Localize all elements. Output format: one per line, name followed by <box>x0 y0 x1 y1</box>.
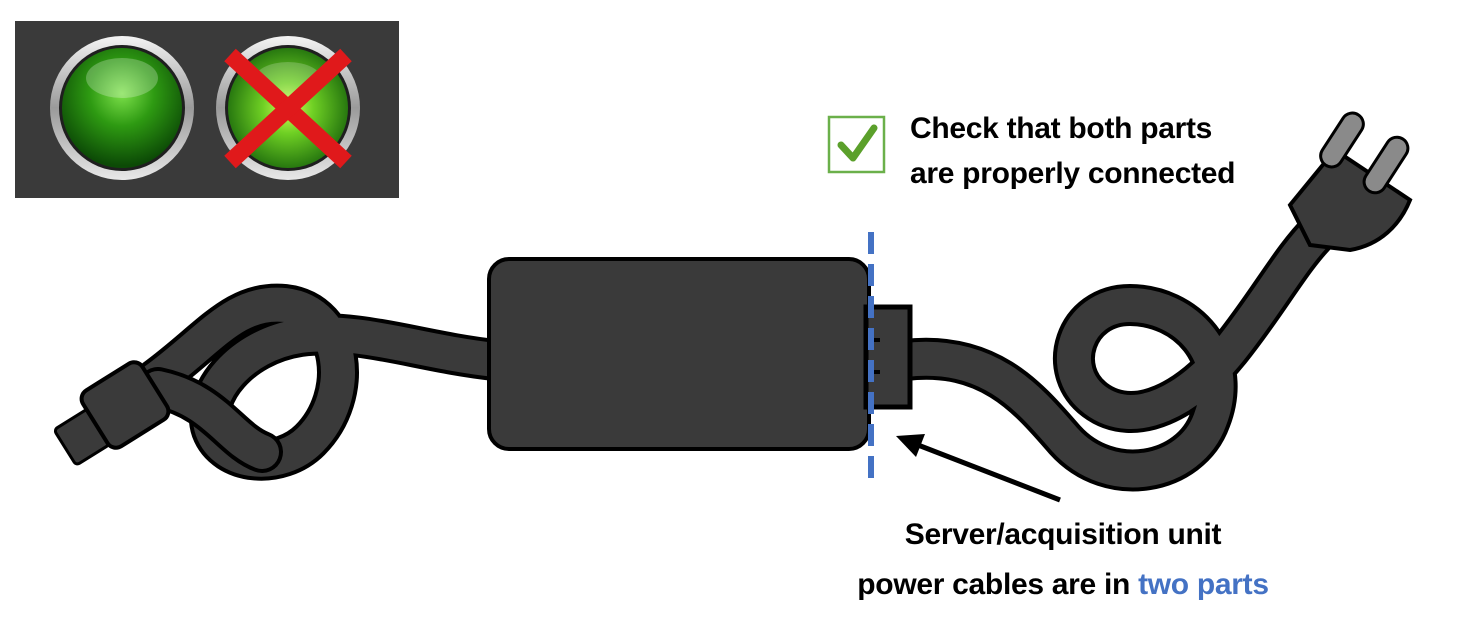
red-cross-icon <box>224 48 352 169</box>
wall-plug-icon <box>1287 111 1413 253</box>
cable-note-line2: power cables are in two parts <box>833 560 1293 610</box>
left-cable <box>134 283 516 481</box>
right-cable <box>884 209 1341 492</box>
check-instruction-line2: are properly connected <box>910 157 1236 190</box>
micro-plug-icon <box>53 360 171 466</box>
cable-note-line1: Server/acquisition unit <box>904 518 1222 551</box>
green-led-icon <box>50 36 194 180</box>
cable-note: Server/acquisition unit power cables are… <box>833 510 1293 610</box>
status-panel <box>15 21 399 198</box>
checkbox-checked-icon <box>827 115 886 174</box>
green-led-crossed-icon <box>216 36 360 180</box>
pointer-arrow <box>896 434 1061 503</box>
check-instruction: Check that both parts are properly conne… <box>910 106 1235 196</box>
cable-note-line2-prefix: power cables are in <box>857 568 1139 601</box>
power-brick <box>487 257 871 451</box>
check-instruction-line1: Check that both parts <box>910 112 1213 145</box>
cable-note-highlight: two parts <box>1138 568 1269 601</box>
